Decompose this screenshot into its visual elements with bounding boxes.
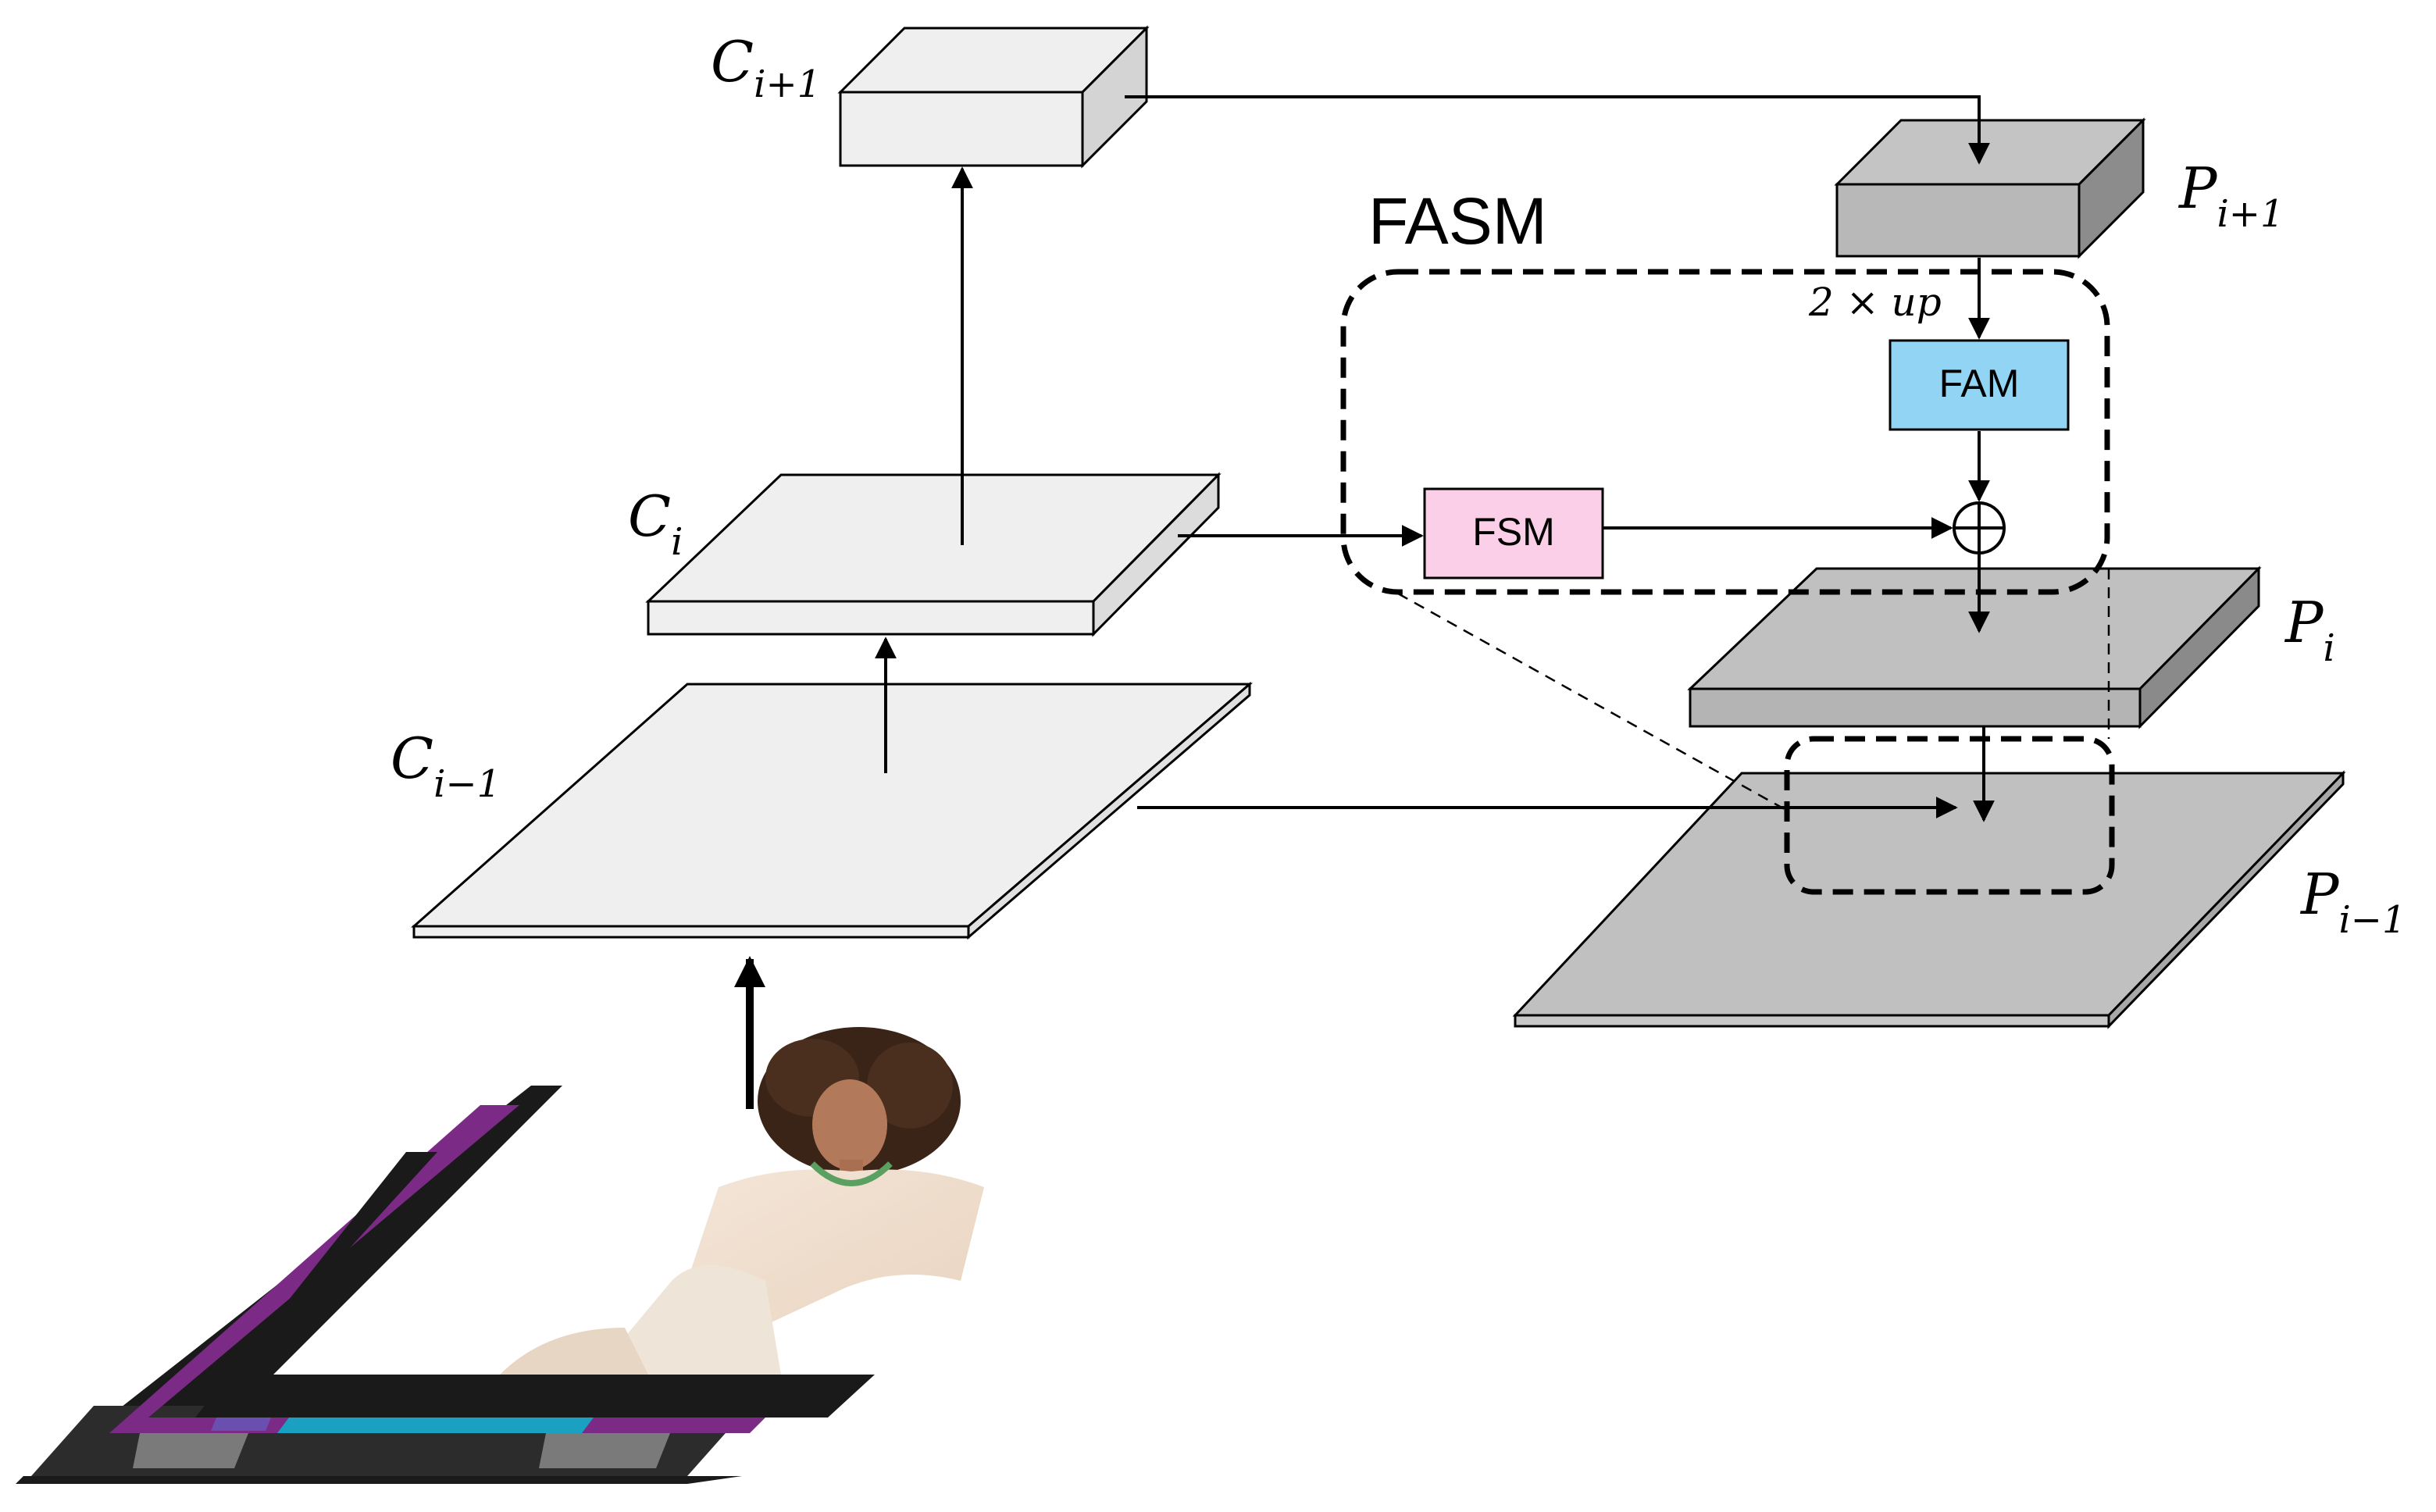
label-c-prev: Ci−1	[391, 726, 501, 806]
circle-plus-icon	[1953, 501, 2006, 555]
c-next-to-p-next-arrow	[1125, 95, 1990, 165]
fam-label: FAM	[1939, 362, 2020, 405]
fasm-dashed-boundary	[1340, 269, 2110, 595]
fasm-title: FASM	[1368, 184, 1547, 258]
upsample-label: 2 × up	[1808, 280, 1942, 325]
p-prev-front	[1514, 1014, 2110, 1028]
c-cur-side	[1092, 472, 1220, 637]
feature-p-prev	[1512, 770, 2346, 1029]
fam-module	[1889, 339, 2070, 431]
feature-c-prev	[411, 681, 1254, 940]
fsm-module	[1423, 487, 1604, 579]
c-prev-side	[967, 681, 1251, 940]
c-next-front	[839, 91, 1084, 167]
c-prev-front	[412, 925, 970, 939]
feature-c-next	[837, 25, 1150, 169]
p-prev-side	[2107, 770, 2345, 1029]
segmentation-cyan-strip	[277, 1418, 594, 1433]
c-prev-top	[411, 683, 1254, 928]
input-image-stack	[16, 1027, 1078, 1484]
feature-c-cur	[645, 472, 1222, 637]
p-cur-front	[1689, 687, 2142, 728]
p-prev-dashed-region	[1784, 736, 2115, 895]
p-cur-side	[2138, 565, 2260, 729]
label-c-cur: Ci	[628, 483, 683, 564]
label-p-next: Pi+1	[2177, 155, 2284, 236]
p-next-front	[1835, 183, 2081, 258]
segmentation-gray-blobs	[133, 1429, 250, 1468]
segmentation-layer-black-base	[16, 1476, 742, 1484]
label-p-prev: Pi−1	[2299, 861, 2406, 942]
c-next-side	[1081, 25, 1148, 169]
c-cur-front	[647, 600, 1095, 636]
segmentation-layer-purple	[109, 1105, 765, 1433]
fsm-label: FSM	[1472, 510, 1555, 554]
person-photo	[500, 1027, 984, 1375]
segmentation-layer-black-front	[195, 1152, 875, 1418]
label-c-next: Ci+1	[711, 29, 821, 106]
label-p-cur: Pi	[2284, 590, 2335, 670]
feature-p-next	[1834, 117, 2146, 259]
p-next-side	[2078, 117, 2145, 259]
segmentation-gray-blobs-2	[539, 1429, 672, 1468]
